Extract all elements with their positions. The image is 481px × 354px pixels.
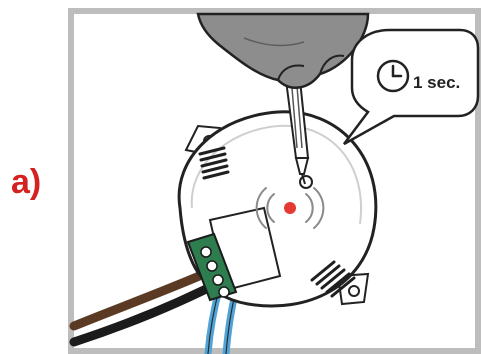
- terminal-screw-2: [207, 261, 217, 271]
- step-label: a): [11, 162, 63, 202]
- program-button: [300, 176, 312, 188]
- terminal-screw-1: [201, 247, 211, 257]
- ear-bottom-hole: [349, 286, 359, 296]
- terminal-screw-4: [219, 287, 229, 297]
- status-led: [284, 202, 296, 214]
- terminal-screw-3: [213, 275, 223, 285]
- bubble-duration-text: 1 sec.: [413, 73, 460, 93]
- illustration-frame: [68, 8, 481, 354]
- device-illustration: [68, 8, 481, 354]
